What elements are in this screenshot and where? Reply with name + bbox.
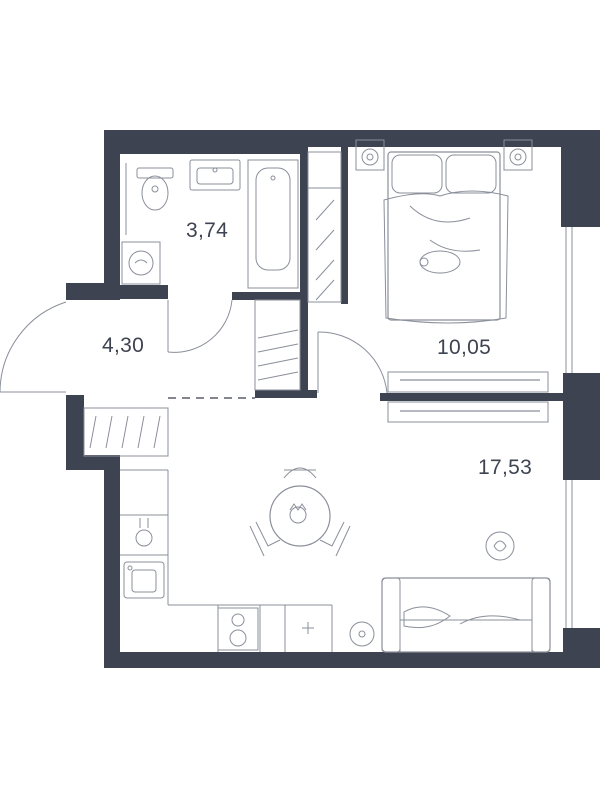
kitchen-counter	[120, 469, 333, 652]
door-icon	[167, 299, 233, 353]
door-icon	[0, 301, 67, 393]
kitchen-sink-icon	[123, 561, 165, 599]
chair-icon	[249, 521, 281, 557]
wardrobe-icon	[83, 407, 169, 457]
hallway	[0, 299, 301, 457]
chair-icon	[319, 521, 351, 557]
stove-icon	[217, 607, 259, 651]
door-icon	[317, 331, 388, 394]
room-area-hallway: 4,30	[102, 334, 145, 357]
plant-icon	[485, 531, 515, 561]
wardrobe-icon	[307, 151, 342, 303]
tv-icon	[387, 371, 549, 423]
plant-icon	[135, 518, 153, 547]
chair-icon	[283, 467, 317, 479]
washing-machine-icon	[121, 241, 161, 285]
nightstand-lamp-icon	[503, 139, 533, 171]
room-area-bathroom: 3,74	[186, 219, 229, 242]
nightstand-lamp-icon	[349, 621, 375, 647]
sofa-icon	[381, 577, 551, 653]
plant-icon	[302, 622, 314, 634]
bathroom	[121, 159, 299, 353]
wardrobe-icon	[254, 299, 301, 391]
walls	[66, 130, 600, 668]
toilet-icon	[136, 167, 174, 211]
bed-icon	[383, 151, 509, 324]
windows	[565, 227, 573, 628]
dining-table-icon	[269, 485, 331, 547]
room-area-living-kitchen: 17,53	[478, 456, 533, 479]
nightstand-lamp-icon	[355, 139, 385, 171]
bathtub-icon	[247, 159, 299, 289]
sink-icon	[189, 159, 241, 191]
room-area-bedroom: 10,05	[437, 336, 492, 359]
